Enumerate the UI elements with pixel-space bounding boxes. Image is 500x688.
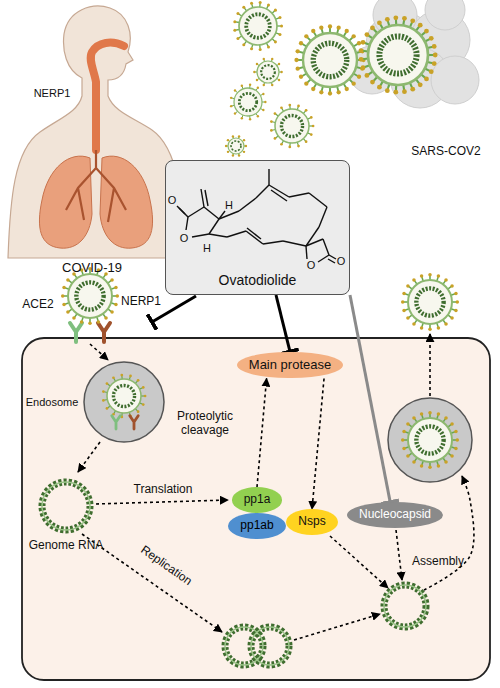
virus-particle [102, 374, 146, 419]
rna-genome [251, 627, 295, 665]
receptor-label: NERP1 [34, 87, 71, 100]
atom-label: H [203, 242, 211, 255]
receptor-symbol [70, 323, 82, 342]
compartment-label: Endosome [26, 396, 79, 409]
receptor-label: ACE2 [22, 298, 53, 312]
polyprotein-oval: pp1ab [228, 513, 285, 539]
packaging-arrow [424, 476, 474, 590]
flow-arrow [257, 378, 267, 487]
receptor-symbol [130, 416, 138, 429]
virus-particle [359, 15, 438, 94]
atom-label: O [168, 194, 177, 207]
disease-label: COVID-19 [62, 261, 122, 276]
node-text: Main protease [249, 358, 331, 373]
receptor-symbol [98, 323, 110, 342]
endosome-vesicle [84, 362, 164, 442]
virus-particle [230, 84, 267, 121]
entry-arrow [90, 344, 108, 360]
person-silhouette [8, 6, 186, 258]
assembly-arrow [294, 614, 380, 640]
atom-label: O [337, 255, 346, 268]
virus-particle [401, 273, 459, 331]
node-text: Nsps [298, 515, 325, 529]
rna-genome [42, 482, 96, 530]
translation-arrow [96, 500, 228, 504]
virus-particle [225, 135, 247, 156]
step-label: Proteolytic cleavage [162, 410, 248, 438]
inhibition-line [276, 295, 290, 352]
node-text: pp1ab [240, 519, 273, 533]
assembly-arrow [396, 530, 402, 580]
flow-arrow [312, 378, 324, 509]
virus-particle [253, 58, 283, 86]
node-text: Nucleocapsid [359, 508, 431, 522]
virus-cloud [348, 0, 479, 108]
assembly-arrow [330, 536, 388, 588]
receptor-label: NERP1 [121, 295, 161, 309]
release-arrow [78, 442, 100, 472]
rna-genome [225, 627, 269, 665]
nucleocapsid-oval: Nucleocapsid [347, 502, 443, 528]
virus-particle [61, 267, 119, 325]
inhibition-line [350, 295, 390, 502]
virus-particle [233, 1, 283, 51]
node-text: pp1a [244, 493, 271, 507]
atom-label: O [180, 232, 189, 245]
virus-label: SARS-COV2 [411, 145, 480, 159]
virus-particle [401, 411, 459, 469]
rna-genome [384, 585, 432, 627]
step-label: Translation [134, 483, 193, 497]
compound-box: Ovatodiolide [165, 160, 350, 295]
step-label: Assembly [412, 555, 464, 569]
host-cell [22, 338, 490, 680]
virus-particle [270, 104, 314, 149]
node-text: Ovatodiolide [219, 272, 297, 288]
receptor-symbol [112, 416, 120, 429]
polyprotein-oval: pp1a [232, 487, 283, 513]
atom-label: O [307, 259, 316, 272]
exocytic-vesicle [388, 398, 472, 482]
atom-label: H [225, 199, 233, 212]
exit-arrow [429, 334, 431, 396]
virus-particle [294, 24, 365, 95]
nsps-oval: Nsps [286, 509, 337, 535]
molecule-label: Genome RNA [29, 539, 104, 553]
